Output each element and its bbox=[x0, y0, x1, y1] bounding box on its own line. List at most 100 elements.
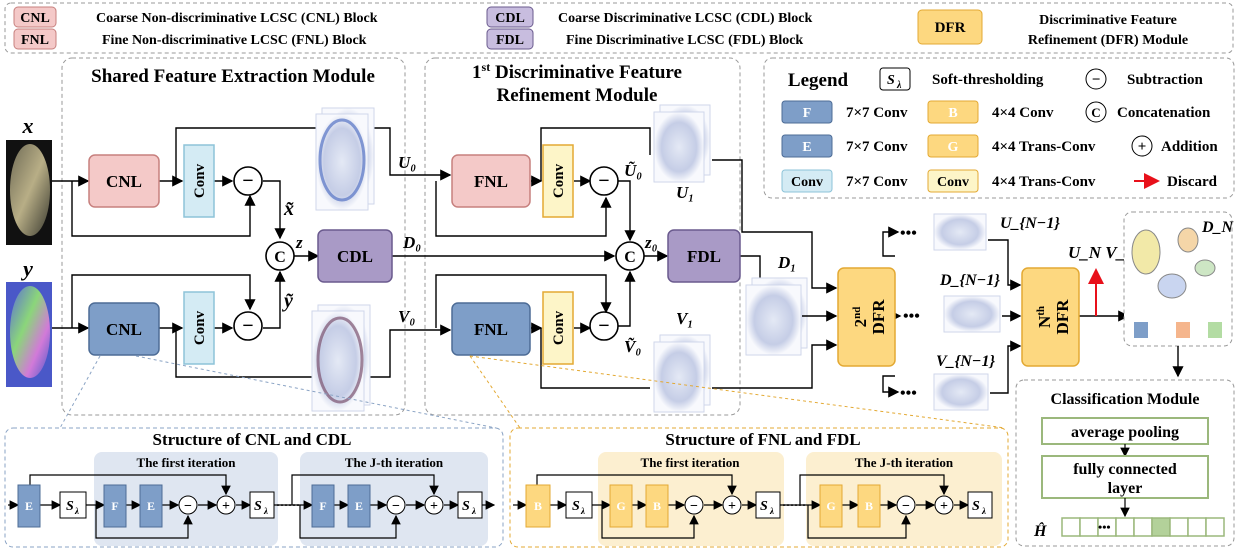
top-legend-dfr: DFR Discriminative Feature Refinement (D… bbox=[917, 9, 1188, 48]
dots-v: ••• bbox=[900, 385, 917, 402]
svg-text:+: + bbox=[222, 499, 230, 514]
input-image-x bbox=[6, 140, 52, 245]
input-image-y bbox=[6, 282, 52, 387]
svg-text:E: E bbox=[25, 499, 33, 513]
svg-text:λ: λ bbox=[981, 506, 986, 516]
svg-text:λ: λ bbox=[263, 506, 268, 516]
svg-text:λ: λ bbox=[74, 506, 79, 516]
svg-text:······: ······ bbox=[276, 498, 300, 512]
top-legend-fdl: FDL Fine Discriminative LCSC (FDL) Block bbox=[486, 28, 803, 50]
svg-text:CDL: CDL bbox=[337, 247, 373, 266]
svg-text:4×4 Trans-Conv: 4×4 Trans-Conv bbox=[992, 139, 1096, 155]
fnl-block-bottom: FNL bbox=[451, 302, 531, 356]
svg-text:λ: λ bbox=[471, 506, 476, 516]
fdl-block: FDL bbox=[667, 229, 741, 283]
svg-text:−: − bbox=[690, 499, 698, 514]
z-label: z bbox=[295, 233, 303, 252]
svg-text:Subtraction: Subtraction bbox=[1127, 72, 1204, 88]
svg-text:Addition: Addition bbox=[1161, 139, 1218, 155]
d0-label: D₀ bbox=[402, 233, 421, 252]
dn1-label: D_{N−1} bbox=[939, 272, 1000, 289]
svg-text:−: − bbox=[392, 499, 400, 514]
conv-block-y: Conv bbox=[183, 291, 215, 365]
svg-text:Conv: Conv bbox=[192, 310, 208, 345]
unvn-label: U_N V_N bbox=[1068, 243, 1138, 262]
fnl-block-top: FNL bbox=[451, 154, 531, 208]
svg-text:G: G bbox=[826, 499, 835, 513]
feature-map-u0 bbox=[315, 107, 375, 211]
dfr1-module-title: 1st Discriminative Feature bbox=[472, 60, 682, 83]
svg-text:B: B bbox=[534, 499, 542, 513]
shared-module-frame bbox=[61, 57, 406, 416]
svg-text:Ĥ: Ĥ bbox=[1033, 521, 1047, 540]
conv-block-u: Conv bbox=[542, 144, 574, 218]
svg-text:S: S bbox=[887, 73, 895, 88]
dn-label: D_N bbox=[1201, 219, 1235, 236]
svg-text:−: − bbox=[598, 315, 609, 337]
svg-text:E: E bbox=[147, 499, 155, 513]
y-tilde-label: ỹ bbox=[282, 290, 294, 312]
u0-label: U₀ bbox=[398, 153, 416, 172]
svg-text:The J-th iteration: The J-th iteration bbox=[345, 455, 444, 470]
concat-node-2: C bbox=[615, 241, 645, 271]
svg-text:−: − bbox=[242, 315, 253, 337]
feature-map-v1 bbox=[653, 334, 711, 413]
dots-u: ••• bbox=[900, 225, 917, 242]
svg-text:+: + bbox=[940, 499, 948, 514]
feature-map-u1 bbox=[653, 104, 711, 183]
subtract-node-v: − bbox=[589, 311, 619, 341]
svg-text:The first iteration: The first iteration bbox=[137, 455, 237, 470]
svg-text:The first iteration: The first iteration bbox=[641, 455, 741, 470]
svg-text:S: S bbox=[66, 499, 74, 514]
svg-text:Conv: Conv bbox=[937, 175, 969, 190]
svg-text:λ: λ bbox=[580, 506, 585, 516]
svg-text:−: − bbox=[184, 499, 192, 514]
svg-text:Concatenation: Concatenation bbox=[1117, 105, 1211, 121]
svg-text:S: S bbox=[972, 499, 980, 514]
svg-text:······: ······ bbox=[782, 498, 806, 512]
svg-text:The J-th iteration: The J-th iteration bbox=[855, 455, 954, 470]
svg-text:S: S bbox=[462, 499, 470, 514]
conv-block-v: Conv bbox=[542, 291, 574, 365]
svg-text:E: E bbox=[802, 140, 811, 155]
vn1-label: V_{N−1} bbox=[936, 353, 995, 370]
svg-text:Refinement (DFR) Module: Refinement (DFR) Module bbox=[1028, 33, 1188, 48]
svg-text:7×7 Conv: 7×7 Conv bbox=[846, 174, 908, 190]
svg-text:DFR: DFR bbox=[1053, 299, 1072, 335]
svg-text:B: B bbox=[865, 499, 873, 513]
dfrn-block: Nth DFR bbox=[1021, 267, 1080, 367]
u1-label: U₁ bbox=[676, 183, 694, 202]
feature-map-vn1 bbox=[933, 373, 989, 411]
svg-text:S: S bbox=[760, 499, 768, 514]
svg-text:fully connected: fully connected bbox=[1073, 461, 1177, 478]
svg-text:Legend: Legend bbox=[788, 70, 849, 91]
svg-text:C: C bbox=[1091, 105, 1100, 120]
top-legend-fnl: FNL Fine Non-discriminative LCSC (FNL) B… bbox=[13, 28, 367, 50]
svg-text:average pooling: average pooling bbox=[1071, 424, 1179, 441]
structure-cnl-panel: Structure of CNL and CDL The first itera… bbox=[4, 427, 504, 548]
cnl-block-bottom: CNL bbox=[88, 302, 160, 356]
svg-text:S: S bbox=[254, 499, 262, 514]
svg-text:+: + bbox=[728, 499, 736, 514]
svg-text:Conv: Conv bbox=[791, 175, 823, 190]
svg-text:Coarse Non-discriminative LCSC: Coarse Non-discriminative LCSC (CNL) Blo… bbox=[96, 11, 378, 26]
svg-text:F: F bbox=[111, 499, 118, 513]
svg-text:FDL: FDL bbox=[687, 247, 721, 266]
feature-map-dn1 bbox=[943, 295, 1001, 333]
svg-text:B: B bbox=[948, 106, 957, 121]
v0-label: V₀ bbox=[398, 307, 415, 326]
feature-map-v0 bbox=[311, 304, 371, 412]
svg-text:F: F bbox=[803, 106, 812, 121]
svg-text:DFR: DFR bbox=[935, 20, 966, 36]
svg-text:Structure of FNL and FDL: Structure of FNL and FDL bbox=[665, 430, 860, 449]
svg-text:Conv: Conv bbox=[551, 310, 567, 345]
svg-text:−: − bbox=[902, 499, 910, 514]
svg-text:CDL: CDL bbox=[495, 11, 525, 26]
x-label: x bbox=[22, 113, 34, 138]
top-legend-cnl: CNL Coarse Non-discriminative LCSC (CNL)… bbox=[13, 6, 378, 28]
feature-map-d1 bbox=[745, 277, 808, 356]
svg-text:Soft-thresholding: Soft-thresholding bbox=[932, 72, 1044, 88]
svg-text:Coarse Discriminative LCSC (CD: Coarse Discriminative LCSC (CDL) Block bbox=[558, 11, 813, 26]
v1-label: V₁ bbox=[676, 309, 693, 328]
svg-text:F: F bbox=[319, 499, 326, 513]
